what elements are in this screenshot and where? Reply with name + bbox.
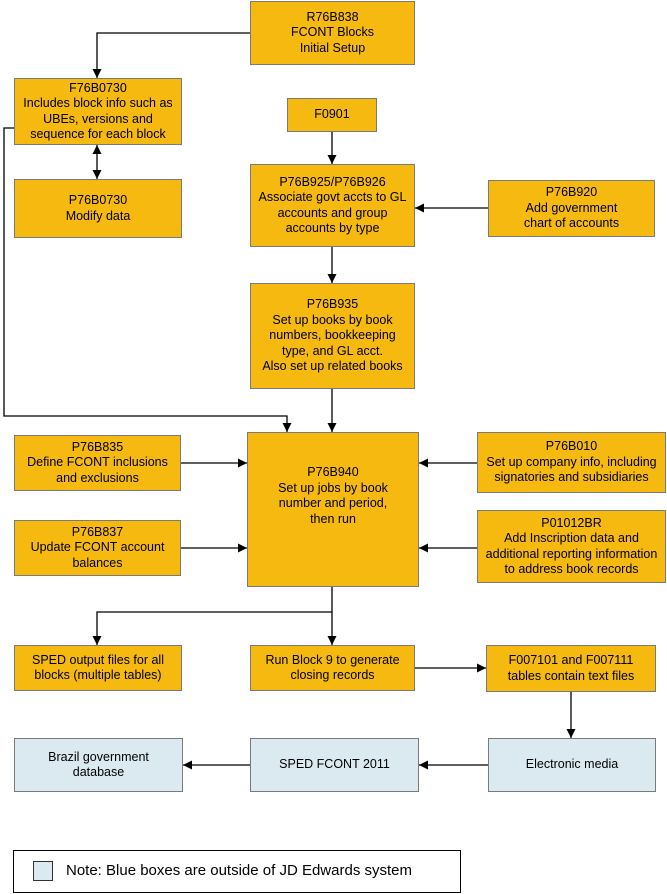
r76b838-line-3: Initial Setup (299, 40, 366, 55)
p01012br-line-4: to address book records (504, 562, 639, 576)
electronic-media-box: Electronic media (488, 738, 656, 792)
legend-text: Note: Blue boxes are outside of JD Edwar… (66, 862, 412, 879)
p76b837-line-3: balances (72, 555, 123, 570)
p76b940-line-2: Set up jobs by book (278, 480, 388, 495)
f007101-line-1: F007101 and F007111 (508, 653, 634, 667)
p76b837-line-1: P76B837 (71, 524, 124, 539)
p76b925-line-3: accounts and group (277, 205, 388, 220)
p76b0730-line-1: P76B0730 (68, 193, 128, 207)
edge-p76b940-to-sped-output (92, 587, 333, 645)
f76b0730-line-1: F76B0730 (69, 80, 127, 95)
block9-line-2: closing records (290, 668, 375, 682)
p76b940-line-3: number and period, (278, 496, 388, 510)
p76b940-line-4: then run (310, 511, 356, 526)
p76b925-line-1: P76B925/P76B926 (279, 174, 386, 189)
brazil-db-line-2: database (72, 765, 125, 779)
p01012br-line-1: P01012BR (541, 515, 602, 530)
p76b935-line-4: type, and GL acct. (282, 343, 383, 358)
sped-fcont-box: SPED FCONT 2011 (250, 738, 419, 792)
p76b010-line-1: P76B010 (545, 439, 598, 454)
p76b920-line-3: chart of accounts (523, 216, 620, 231)
p76b935-line-3: numbers, bookkeeping (269, 328, 396, 343)
sped-output-line-1: SPED output files for all (31, 652, 164, 667)
p76b837-line-2: Update FCONT account (30, 540, 165, 555)
edge-f76b0730-to-p76b940 (3, 127, 292, 432)
f76b0730-line-4: sequence for each block (30, 127, 166, 141)
electronic-media-line-1: Electronic media (525, 757, 619, 772)
legend: Note: Blue boxes are outside of JD Edwar… (13, 850, 461, 893)
p76b010-line-2: Set up company info, including (486, 454, 657, 469)
legend-blue-swatch (33, 861, 53, 881)
p76b935-line-1: P76B935 (306, 297, 359, 312)
p76b835-line-2: Define FCONT inclusions (27, 455, 168, 470)
p76b835-line-3: and exclusions (56, 470, 139, 485)
edge-r76b838-to-f76b0730 (92, 32, 250, 78)
p01012br-line-2: Add Inscription data and (504, 531, 639, 545)
p76b920-line-2: Add government (525, 200, 618, 215)
f76b0730-line-2: Includes block info such as (23, 96, 173, 110)
sped-output-line-2: blocks (multiple tables) (34, 668, 162, 682)
block9-line-1: Run Block 9 to generate (265, 652, 400, 667)
p76b835-line-1: P76B835 (71, 439, 124, 454)
p76b0730-line-2: Modify data (65, 208, 131, 223)
sped-fcont-line-1: SPED FCONT 2011 (279, 757, 390, 772)
p01012br-line-3: additional reporting information (485, 546, 658, 561)
r76b838-line-2: FCONT Blocks (290, 25, 375, 40)
p76b940-line-1: P76B940 (307, 465, 359, 479)
f0901-box: F0901 (287, 98, 377, 132)
f76b0730-line-3: UBEs, versions and (43, 111, 153, 126)
p76b920-line-1: P76B920 (545, 185, 598, 200)
f007101-line-2: tables contain text files (507, 668, 635, 683)
brazil-db-line-1: Brazil government (48, 749, 149, 764)
f0901-line-1: F0901 (314, 107, 350, 122)
p76b925-line-4: accounts by type (285, 221, 380, 235)
p76b935-line-5: Also set up related books (262, 359, 403, 374)
p76b010-line-3: signatories and subsidiaries (494, 470, 649, 485)
p76b925-line-2: Associate govt accts to GL (258, 190, 407, 204)
r76b838-line-1: R76B838 (306, 9, 359, 24)
p76b935-line-2: Set up books by book (272, 312, 393, 327)
